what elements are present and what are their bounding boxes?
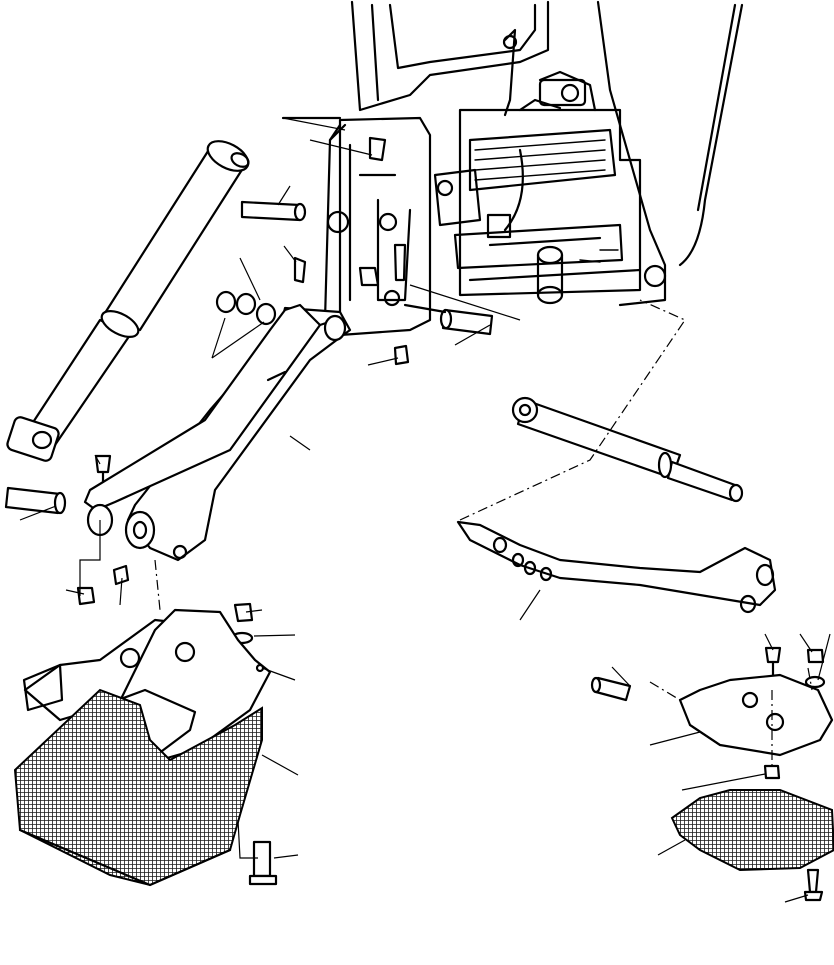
bushings [215,290,277,326]
left-pivot-pin [4,486,67,515]
right-hydraulic-cylinder [511,396,744,503]
left-hydraulic-cylinder [6,140,250,462]
leader-lines [19,117,831,903]
alignment-lines [154,299,813,765]
upper-pivot-pin [240,200,307,222]
right-foot-pad [670,789,834,872]
right-stabilizer-arm [456,520,777,614]
right-pivot-pin [403,303,494,336]
foot-pin [590,676,632,702]
left-foot-pad [13,688,263,887]
pad-bolts [248,840,824,902]
nuts [76,266,825,780]
right-stabilizer-foot [678,673,834,757]
swing-tower-assembly [433,28,667,305]
machine-frame [350,0,744,307]
left-stabilizer-arm [83,303,352,562]
frame-mount-bracket [281,116,432,337]
